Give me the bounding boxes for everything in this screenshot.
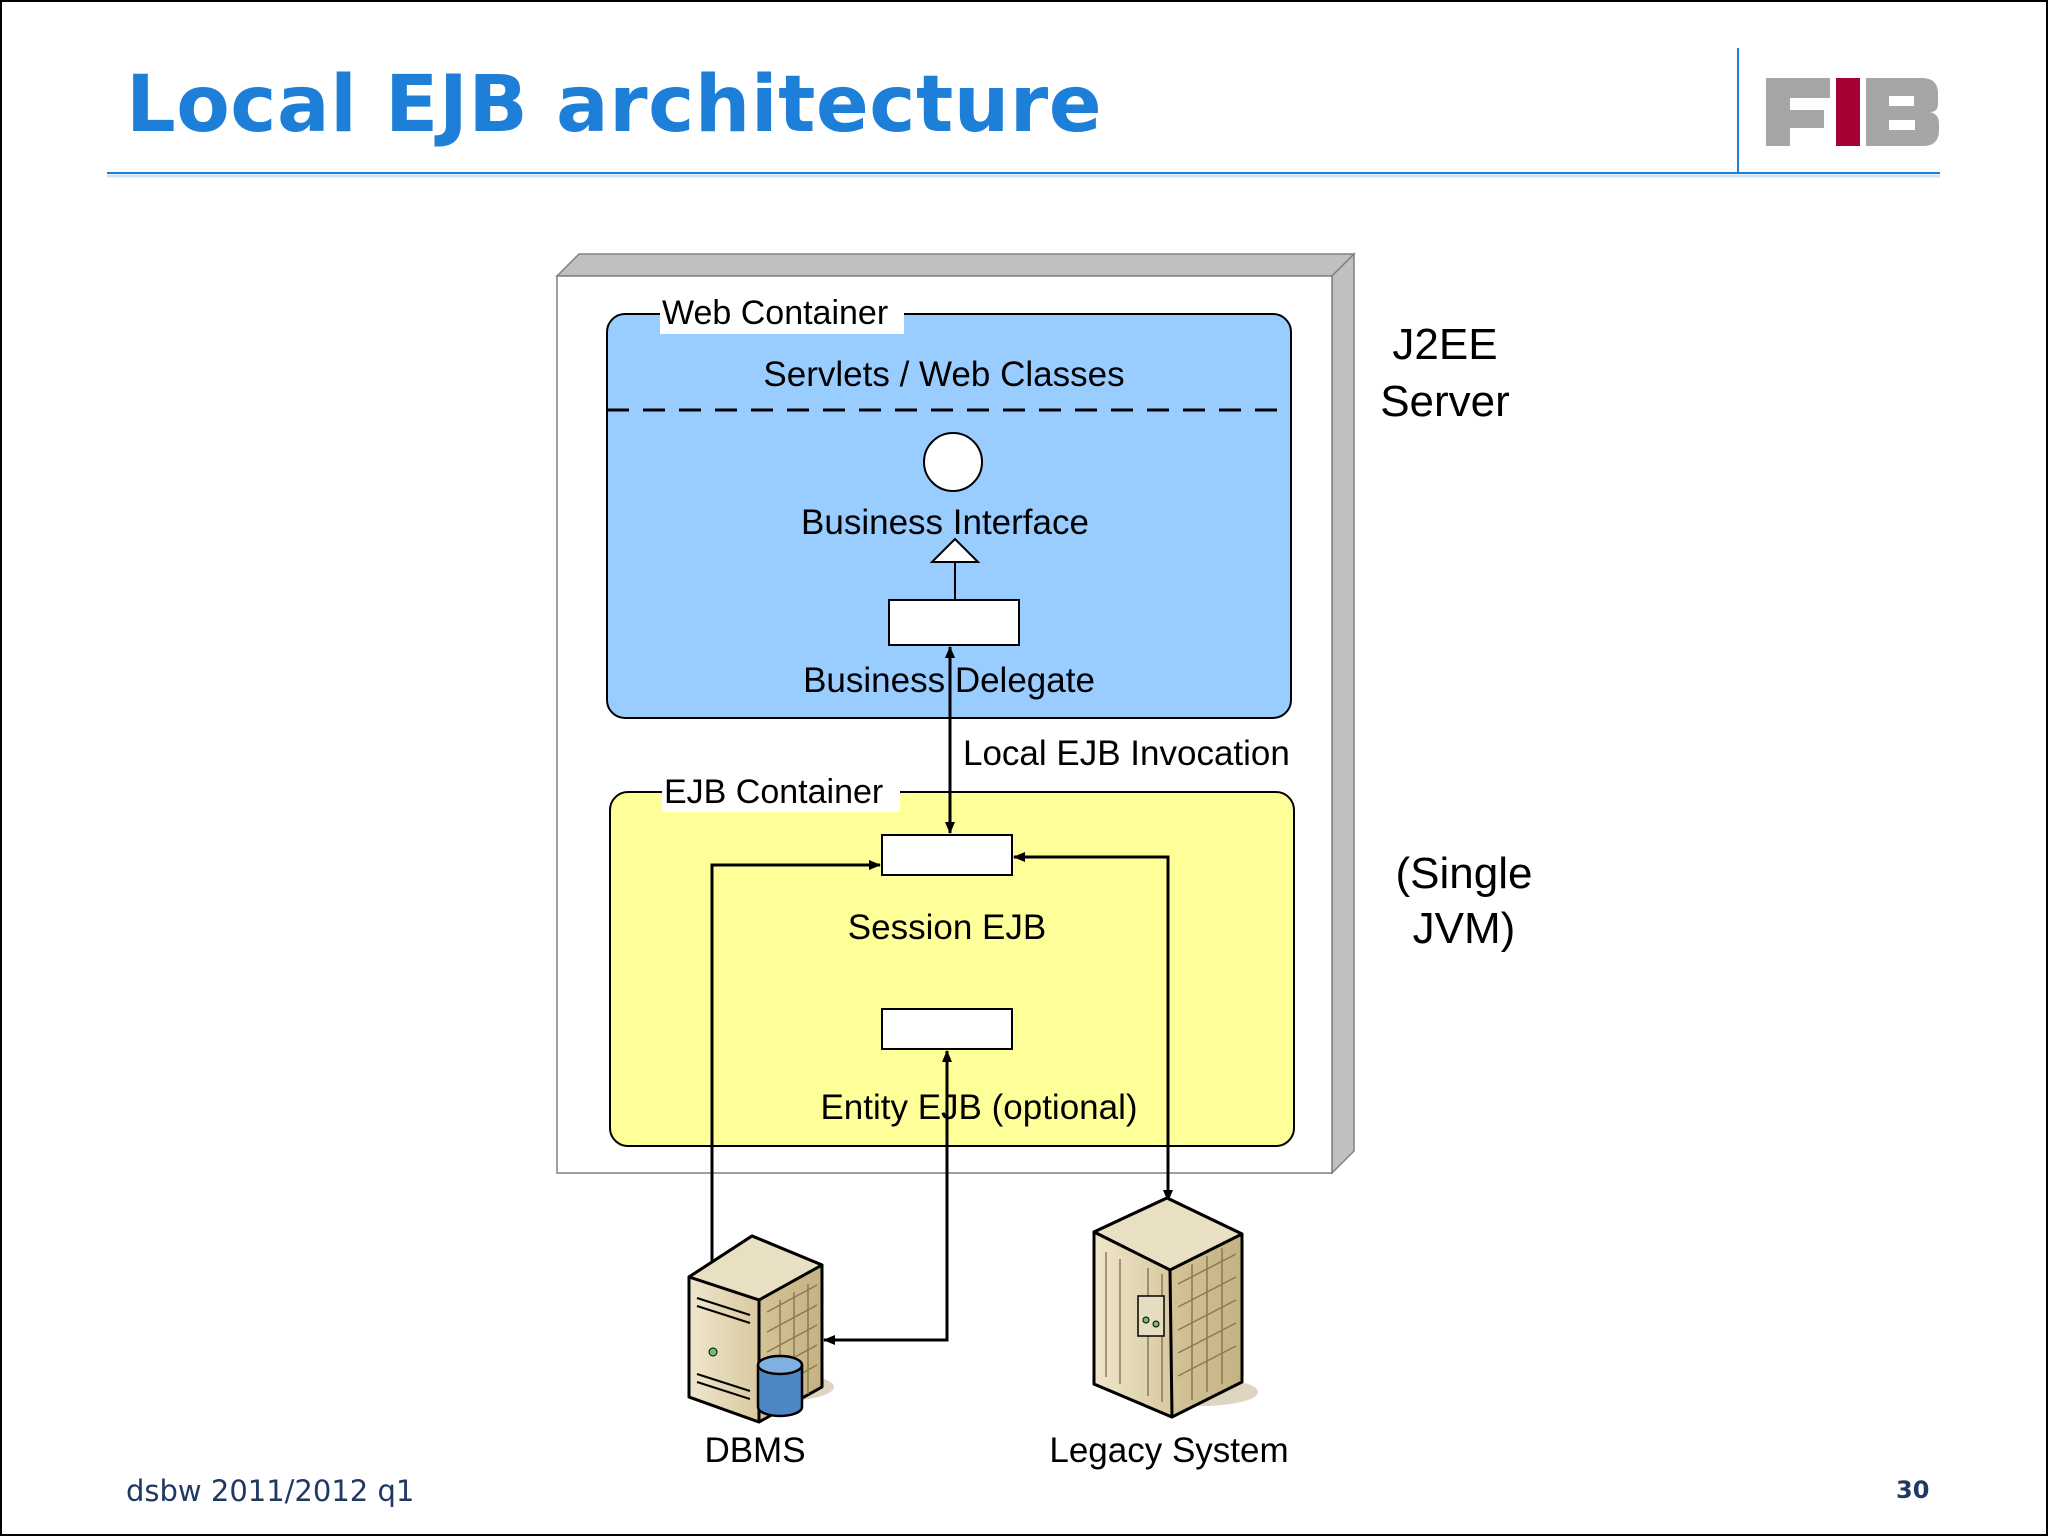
local-ejb-invocation-label: Local EJB Invocation (963, 734, 1290, 773)
session-dbms-arrow (707, 860, 881, 1291)
business-interface-icon (923, 432, 983, 492)
dbms-server-icon (687, 1234, 834, 1424)
session-ejb-box (881, 834, 1013, 876)
dbms-label: DBMS (704, 1431, 805, 1470)
realization-triangle (929, 537, 981, 563)
web-container-title: Web Container (662, 294, 888, 332)
servlets-label: Servlets / Web Classes (763, 355, 1124, 394)
fib-logo (1766, 78, 1939, 146)
entity-dbms-arrow (823, 1050, 952, 1345)
entity-ejb-box (881, 1008, 1013, 1050)
web-container: Web Container Servlets / Web Classes Bus… (606, 294, 1292, 719)
ejb-container-title: EJB Container (664, 773, 883, 811)
legacy-system-label: Legacy System (1049, 1431, 1288, 1470)
jvm-label: JVM) (1413, 904, 1516, 953)
j2ee-label: J2EE (1392, 320, 1497, 369)
business-interface-label: Business Interface (801, 503, 1089, 542)
legacy-server-icon (1092, 1196, 1258, 1419)
session-legacy-arrow (1013, 852, 1173, 1202)
entity-ejb-label: Entity EJB (optional) (820, 1088, 1137, 1127)
server-label: Server (1380, 377, 1510, 426)
single-label: (Single (1396, 849, 1533, 898)
footer-course: dsbw 2011/2012 q1 (126, 1474, 415, 1508)
session-ejb-label: Session EJB (848, 908, 1046, 947)
page-number: 30 (1896, 1476, 1930, 1504)
business-delegate-box (888, 599, 1020, 646)
slide-title: Local EJB architecture (126, 60, 1103, 150)
